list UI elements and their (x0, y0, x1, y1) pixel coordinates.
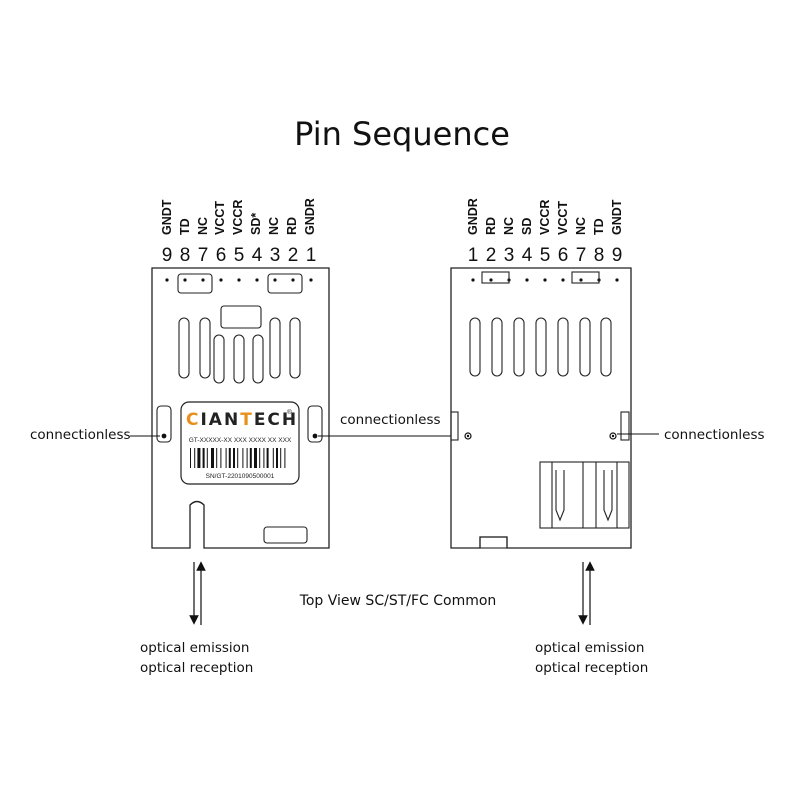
right-module-left-clip (450, 411, 459, 441)
right-pin-dots (471, 278, 619, 282)
right-pin-number-2: 2 (486, 245, 497, 266)
right-pin-number-1: 1 (468, 245, 479, 266)
right-pin-group-frame (481, 271, 510, 284)
serial-number: SN/GT-2201090500001 (206, 473, 275, 480)
left-pin-number-6: 6 (216, 245, 227, 266)
left-pin-group-frame (177, 273, 213, 294)
left-pin-label-8: TD (178, 218, 192, 235)
right-connectionless-note: connectionless (664, 427, 765, 443)
left-pin-number-3: 3 (270, 245, 281, 266)
left-pin-label-5: VCCR (231, 200, 245, 235)
left-optical-emission-label: optical emission (140, 640, 249, 656)
left-pin-label-6: VCCT (213, 201, 227, 235)
left-pin-group-frame (267, 273, 303, 294)
right-pin-number-6: 6 (558, 245, 569, 266)
left-pin-label-4: SD* (249, 213, 263, 235)
right-side-hole (312, 433, 318, 439)
left-pin-labels: GNDT TD NC VCCT VCCR SD* NC RD GNDR (160, 198, 317, 235)
view-caption: Top View SC/ST/FC Common (299, 593, 497, 609)
right-pin-label-1: GNDR (466, 198, 480, 235)
right-pin-group-frame (571, 271, 600, 284)
right-pin-label-6: VCCT (556, 201, 570, 235)
left-module: GNDT TD NC VCCT VCCR SD* NC RD GNDR 9 8 … (151, 198, 330, 549)
left-optical-reception-label: optical reception (140, 660, 253, 676)
part-number: GT-XXXXX-XX XXX XXXX XX XXX (189, 437, 292, 444)
left-pin-dots (165, 278, 313, 282)
left-connectionless-note: connectionless (30, 427, 131, 443)
right-pin-label-3: NC (502, 217, 516, 235)
right-bottom-tab (479, 536, 508, 549)
left-vent-slots (178, 317, 301, 384)
right-vent-slots (469, 317, 612, 377)
left-pin-label-9: GNDT (160, 199, 174, 235)
right-pin-number-8: 8 (594, 245, 605, 266)
brand-logo: CIANTECH (186, 410, 298, 430)
right-pin-number-9: 9 (612, 245, 623, 266)
right-optical-emission-label: optical emission (535, 640, 644, 656)
left-pin-number-1: 1 (306, 245, 317, 266)
right-module: GNDR RD NC SD VCCR VCCT NC TD GNDT 1 2 3… (450, 198, 632, 549)
left-pin-number-5: 5 (234, 245, 245, 266)
right-optical-reception-label: optical reception (535, 660, 648, 676)
barcode (190, 448, 286, 468)
left-bottom-window (263, 526, 308, 544)
right-pin-labels: GNDR RD NC SD VCCR VCCT NC TD GNDT (466, 198, 624, 235)
left-top-window (220, 305, 262, 329)
left-pin-number-7: 7 (198, 245, 209, 266)
center-connectionless-note: connectionless (340, 412, 441, 428)
right-pin-numbers: 1 2 3 4 5 6 7 8 9 (468, 245, 623, 266)
right-module-left-hole (464, 432, 472, 440)
page-title: Pin Sequence (294, 115, 510, 153)
left-pin-number-4: 4 (252, 245, 263, 266)
optical-port-frame (539, 461, 630, 529)
right-module-right-hole (609, 432, 617, 440)
right-side-slot (307, 405, 323, 443)
left-side-slot (156, 405, 172, 443)
right-pin-label-5: VCCR (538, 200, 552, 235)
left-pin-number-2: 2 (288, 245, 299, 266)
left-side-hole (161, 433, 167, 439)
left-pin-label-2: RD (285, 217, 299, 235)
right-pin-number-5: 5 (540, 245, 551, 266)
right-pin-number-3: 3 (504, 245, 515, 266)
product-label: CIANTECH ® GT-XXXXX-XX XXX XXXX XX XXX S… (180, 401, 300, 485)
right-pin-label-7: NC (574, 217, 588, 235)
right-pin-number-7: 7 (576, 245, 587, 266)
right-pin-label-4: SD (520, 218, 534, 235)
right-module-right-clip (620, 411, 630, 441)
left-pin-label-1: GNDR (303, 198, 317, 235)
left-pin-label-7: NC (196, 217, 210, 235)
left-pin-label-3: NC (267, 217, 281, 235)
left-optical-arrows (189, 561, 206, 625)
left-pin-number-8: 8 (180, 245, 191, 266)
right-pin-label-9: GNDT (610, 199, 624, 235)
right-pin-label-8: TD (592, 218, 606, 235)
right-optical-arrows (578, 561, 595, 625)
right-pin-number-4: 4 (522, 245, 533, 266)
registered-mark: ® (287, 408, 292, 416)
left-pin-number-9: 9 (162, 245, 173, 266)
right-pin-label-2: RD (484, 217, 498, 235)
left-pin-numbers: 9 8 7 6 5 4 3 2 1 (162, 245, 317, 266)
